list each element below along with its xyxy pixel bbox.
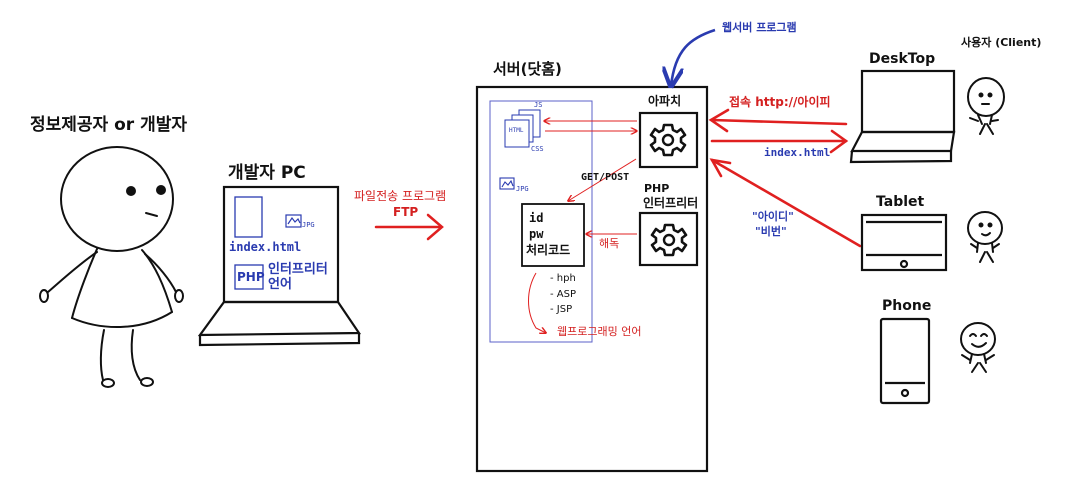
code-pw-label: pw <box>529 227 544 241</box>
user-figure <box>967 77 1005 135</box>
user-client-label: 사용자 (Client) <box>961 36 1042 49</box>
php-label: PHP <box>644 182 670 195</box>
ftp-label: FTP <box>393 205 419 219</box>
server-box <box>475 85 709 473</box>
desktop-label: DeskTop <box>869 51 936 67</box>
tablet-label: Tablet <box>876 194 925 210</box>
php-interpreter-label: 인터프리터 <box>643 196 699 210</box>
server-label: 서버(닷홈) <box>493 60 562 78</box>
server-web-root <box>489 100 593 343</box>
code-process-label: 처리코드 <box>526 243 571 257</box>
phone-label: Phone <box>882 298 932 314</box>
php-badge-box <box>234 264 264 290</box>
document-icon <box>234 196 263 238</box>
tablet-device <box>860 213 948 272</box>
provider-label: 정보제공자 or 개발자 <box>30 115 188 135</box>
ftp-arrow <box>374 213 444 241</box>
lang-php-item: - hph <box>550 273 576 284</box>
pw-field-label: "비번" <box>755 225 787 238</box>
ftp-program-label: 파일전송 프로그램 <box>354 189 447 203</box>
desktop-device <box>849 69 956 164</box>
index-html-label: index.html <box>229 240 302 254</box>
css-file-label: CSS <box>531 145 544 153</box>
interpreter-language-line2: 언어 <box>268 277 292 292</box>
provider-figure <box>39 146 184 388</box>
code-box <box>521 203 585 267</box>
apache-box <box>638 111 699 169</box>
connect-label: 접속 http://아이피 <box>729 95 831 109</box>
gear-icon <box>650 223 688 257</box>
image-icon <box>499 177 515 190</box>
phone-device <box>879 317 931 405</box>
connect-arrow <box>710 118 848 126</box>
html-file-label: HTML <box>509 127 524 134</box>
js-file-label: JS <box>534 101 543 109</box>
lang-asp-item: - ASP <box>550 289 577 300</box>
lang-jsp-item: - JSP <box>550 304 573 315</box>
connect-arrowhead <box>708 108 730 133</box>
interpreter-language-line1: 인터프리터 <box>268 262 328 277</box>
webserver-program-label: 웹서버 프로그램 <box>722 21 797 34</box>
jpg-file-label: JPG <box>516 185 529 193</box>
gear-icon <box>649 123 687 157</box>
web-files <box>504 109 541 148</box>
tablet-arrow <box>710 158 862 248</box>
user-figure <box>967 211 1003 263</box>
dev-laptop <box>197 185 362 347</box>
dev-pc-label: 개발자 PC <box>228 163 306 183</box>
get-post-arrow <box>568 158 637 201</box>
user-figure <box>960 322 996 373</box>
id-field-label: "아이디" <box>752 210 794 223</box>
decode-label: 해독 <box>599 237 620 250</box>
lang-brace <box>528 272 547 333</box>
response-index-arrowhead <box>829 129 849 154</box>
php-interpreter-box <box>638 211 699 267</box>
image-icon <box>285 214 302 228</box>
tablet-arrowhead <box>709 158 732 178</box>
index-response-label: index.html <box>764 146 831 159</box>
get-post-label: GET/POST <box>581 172 630 183</box>
web-programming-language-label: 웹프로그래밍 언어 <box>557 325 642 338</box>
php-badge: PHP <box>237 270 265 284</box>
webserver-arrow <box>671 28 716 86</box>
apache-label: 아파치 <box>648 94 682 108</box>
code-id-label: id <box>529 211 544 225</box>
jpg-label: JPG <box>302 221 315 229</box>
